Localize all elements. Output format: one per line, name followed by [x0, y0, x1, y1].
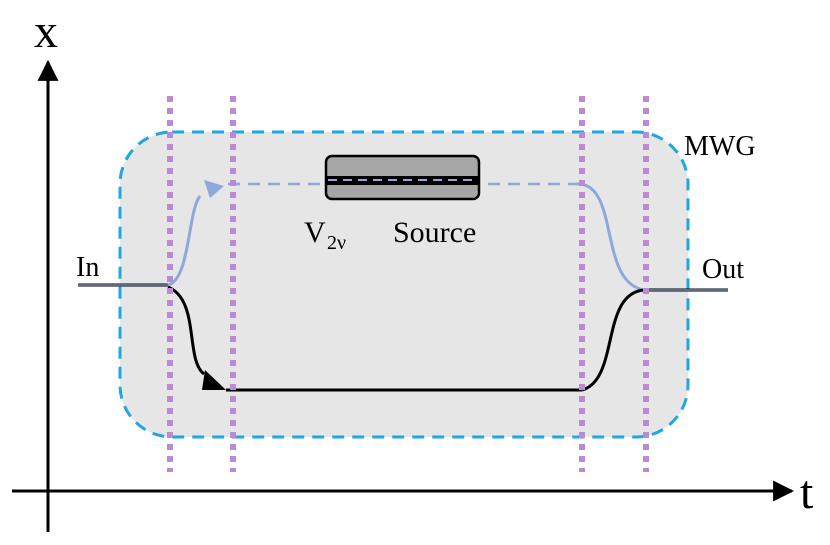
time-slices [167, 96, 649, 472]
mwg-label: MWG [684, 131, 756, 162]
upper-path-arrowhead [204, 180, 224, 198]
source-subscript: 2ν [327, 232, 346, 254]
t-axis-label: t [800, 466, 814, 519]
upper-path-split [167, 195, 202, 287]
mwg-box [118, 130, 690, 439]
lower-path-split [167, 285, 206, 376]
x-axis-label: x [34, 5, 58, 58]
lower-path-arrowhead [202, 370, 226, 390]
source-symbol: V [304, 216, 326, 249]
out-label: Out [702, 254, 744, 285]
lower-path-merge [581, 288, 646, 392]
upper-path-merge [577, 182, 646, 292]
in-label: In [76, 252, 99, 283]
source-label: Source [393, 216, 476, 249]
source-core [327, 176, 478, 185]
source-component [324, 154, 481, 201]
